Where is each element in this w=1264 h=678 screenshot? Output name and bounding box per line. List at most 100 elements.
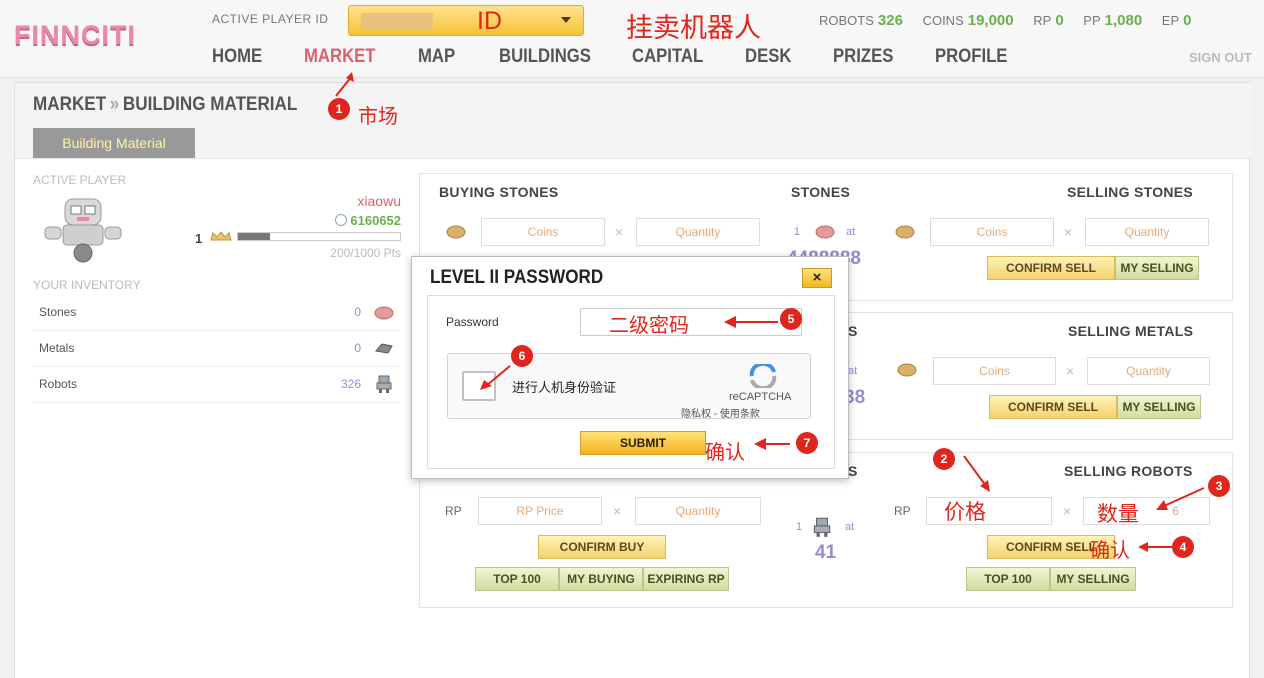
stat-coins-value: 19,000: [967, 12, 1014, 29]
crown-icon: [210, 231, 232, 241]
sell-rp-label: RP: [894, 504, 911, 518]
annotation-sell-robots: 挂卖机器人: [626, 13, 761, 43]
annotation-arrow-1: [335, 72, 354, 97]
breadcrumb-page: BUILDING MATERIAL: [122, 94, 298, 115]
confirm-sell-metals-button[interactable]: CONFIRM SELL: [989, 395, 1117, 419]
buy-rp-label: RP: [445, 504, 462, 518]
sell-metals-quantity-input[interactable]: Quantity: [1087, 357, 1210, 385]
confirm-sell-stones-button[interactable]: CONFIRM SELL: [987, 256, 1115, 280]
tab-building-material[interactable]: Building Material: [33, 128, 195, 158]
inventory-item-name: Stones: [39, 305, 77, 319]
robots-title-partial: S: [848, 463, 858, 479]
buy-stones-quantity-input[interactable]: Quantity: [636, 218, 760, 246]
annotation-badge-3: 3: [1208, 475, 1230, 497]
confirm-buy-robots-button[interactable]: CONFIRM BUY: [538, 535, 666, 559]
breadcrumb-bar: MARKET»BUILDING MATERIAL Building Materi…: [15, 83, 1251, 159]
inventory-item-name: Metals: [39, 341, 75, 355]
annotation-badge-5: 5: [780, 308, 802, 330]
annotation-market: 市场: [358, 106, 398, 128]
annotation-level2-password: 二级密码: [609, 315, 689, 337]
annotation-arrow-3: [1156, 487, 1205, 510]
active-player-id-value: ID: [477, 7, 502, 35]
recaptcha-privacy-terms[interactable]: 隐私权 - 使用条款: [681, 409, 760, 420]
sell-metals-coins-input[interactable]: Coins: [933, 357, 1056, 385]
selling-stones-title: SELLING STONES: [1067, 184, 1194, 200]
buy-robots-rp-price-input[interactable]: RP Price: [478, 497, 602, 525]
my-selling-robots-button[interactable]: MY SELLING: [1050, 567, 1136, 591]
stat-rp-value: 0: [1055, 12, 1064, 29]
nav-profile[interactable]: PROFILE: [935, 46, 1008, 67]
inventory-row-robots: Robots 326: [33, 367, 401, 403]
active-player-id-select[interactable]: ID: [348, 5, 584, 36]
annotation-badge-1: 1: [328, 98, 350, 120]
annotation-quantity: 数量: [1097, 503, 1139, 526]
selling-metals-title: SELLING METALS: [1068, 323, 1194, 339]
player-progress-fill: [238, 233, 271, 240]
inventory-item-count: 0: [354, 341, 361, 355]
coin-icon: [335, 214, 348, 226]
nav-buildings[interactable]: BUILDINGS: [499, 46, 591, 67]
selling-robots-title: SELLING ROBOTS: [1064, 463, 1193, 479]
times-sign: ×: [1066, 363, 1075, 379]
stat-pp-value: 1,080: [1104, 12, 1143, 29]
sell-robots-quantity-input[interactable]: 6: [1083, 497, 1210, 525]
stones-rate-at: at: [846, 226, 856, 238]
redacted-id-mask: [361, 13, 433, 30]
close-icon[interactable]: ×: [802, 268, 832, 288]
sell-stones-quantity-input[interactable]: Quantity: [1085, 218, 1209, 246]
buy-stones-coins-input[interactable]: Coins: [481, 218, 605, 246]
player-coin-id-value: 6160652: [350, 213, 401, 228]
nav-market[interactable]: MARKET: [304, 46, 376, 67]
times-sign: ×: [1063, 503, 1072, 519]
submit-button[interactable]: SUBMIT: [580, 431, 706, 455]
my-buying-button[interactable]: MY BUYING: [559, 567, 643, 591]
recaptcha-text: 进行人机身份验证: [512, 380, 617, 395]
stat-ep-label: EP: [1161, 13, 1180, 28]
metals-title-partial: S: [848, 323, 858, 339]
player-points: 200/1000 Pts: [330, 246, 401, 260]
buy-robots-quantity-input[interactable]: Quantity: [635, 497, 761, 525]
nav-map[interactable]: MAP: [418, 46, 456, 67]
sell-stones-coins-input[interactable]: Coins: [930, 218, 1054, 246]
recaptcha-brand: reCAPTCHA: [729, 391, 792, 403]
expiring-rp-button[interactable]: EXPIRING RP: [643, 567, 729, 591]
confirm-sell-robots-button[interactable]: CONFIRM SELL: [987, 535, 1115, 559]
breadcrumb: MARKET»BUILDING MATERIAL: [33, 94, 297, 116]
finnciti-logo[interactable]: FINNCITI: [14, 20, 136, 50]
nav-capital[interactable]: CAPITAL: [632, 46, 704, 67]
stones-title: STONES: [791, 184, 851, 200]
annotation-badge-7: 7: [796, 432, 818, 454]
sign-out-link[interactable]: SIGN OUT: [1189, 50, 1252, 65]
stat-rp-label: RP: [1033, 13, 1052, 28]
annotation-arrow-4: [1138, 542, 1172, 552]
sell-robots-rp-price-input[interactable]: [926, 497, 1052, 525]
inventory-title: YOUR INVENTORY: [33, 278, 141, 292]
inventory-item-count: 0: [354, 305, 361, 319]
annotation-badge-6: 6: [511, 345, 533, 367]
coin-icon: [446, 225, 466, 239]
annotation-arrow-7: [754, 438, 790, 450]
nav-desk[interactable]: DESK: [745, 46, 792, 67]
top-100-buy-button[interactable]: TOP 100: [475, 567, 559, 591]
stat-pp-label: PP: [1083, 13, 1101, 28]
stat-ep-value: 0: [1183, 12, 1192, 29]
my-selling-metals-button[interactable]: MY SELLING: [1117, 395, 1201, 419]
times-sign: ×: [1064, 224, 1073, 240]
modal-title: LEVEL II PASSWORD: [430, 267, 604, 288]
top-100-sell-button[interactable]: TOP 100: [966, 567, 1050, 591]
breadcrumb-market[interactable]: MARKET: [33, 94, 107, 115]
robots-rate-at: at: [845, 521, 855, 533]
active-player-title: ACTIVE PLAYER: [33, 173, 127, 187]
my-selling-stones-button[interactable]: MY SELLING: [1115, 256, 1199, 280]
annotation-confirm-submit: 确认: [705, 442, 745, 464]
metals-rate-at: at: [848, 365, 858, 377]
nav-prizes[interactable]: PRIZES: [833, 46, 894, 67]
nav-home[interactable]: HOME: [212, 46, 263, 67]
inventory-row-metals: Metals 0: [33, 331, 401, 367]
annotation-arrow-6: [480, 365, 511, 390]
robot-avatar: [44, 198, 122, 263]
stat-robots-label: ROBOTS: [819, 13, 874, 28]
breadcrumb-separator: »: [109, 94, 120, 115]
